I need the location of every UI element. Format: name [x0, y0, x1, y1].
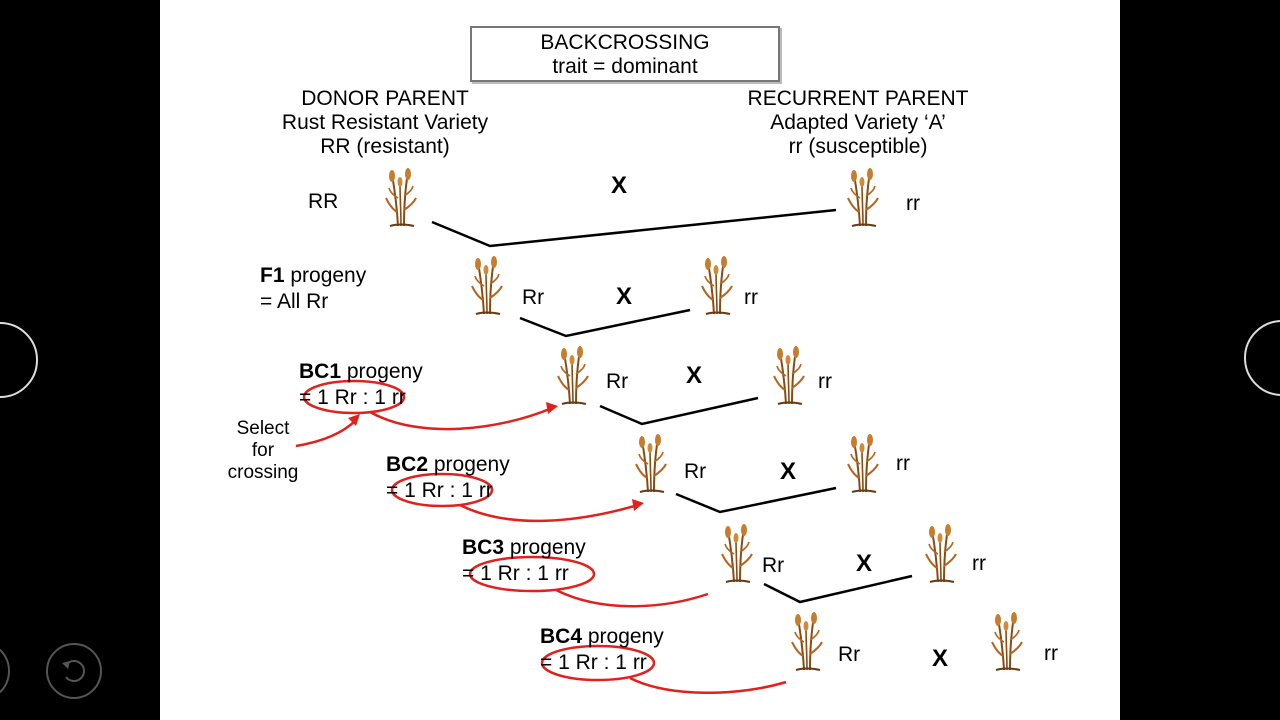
ratio-rest: : 1 rr — [443, 479, 493, 502]
selection-arrow — [555, 588, 709, 608]
note-line: for — [251, 440, 275, 461]
diagram-title: BACKCROSSING — [540, 31, 710, 54]
recurrent-genotype-label: rr — [818, 370, 832, 393]
back-icon[interactable] — [46, 643, 102, 699]
slide: BACKCROSSING trait = dominant DONOR PARE… — [160, 0, 1120, 720]
bc3-genotype: Rr — [762, 554, 785, 577]
ratio-rest: : 1 rr — [597, 651, 647, 674]
ratio-prefix: = — [462, 562, 481, 585]
generation-name: F1 — [260, 264, 285, 287]
bc3-ratio: = 1 Rr : 1 rr — [462, 562, 569, 586]
donor-genotype-label: RR — [308, 190, 339, 213]
note-line: crossing — [227, 462, 299, 483]
bc4-progeny-label: BC4 progeny — [540, 625, 664, 649]
cross-line — [431, 208, 837, 248]
cross-symbol: X — [780, 458, 797, 485]
bc2-progeny-label: BC2 progeny — [386, 453, 510, 477]
wheat-plant-icon — [925, 523, 957, 583]
cross-line — [519, 308, 691, 338]
bc2-ratio: = 1 Rr : 1 rr — [386, 479, 493, 503]
generation-name: BC4 — [540, 625, 583, 648]
recurrent-variety: Adapted Variety ‘A’ — [770, 111, 946, 134]
bc2-genotype: Rr — [684, 460, 707, 483]
ratio-prefix: = — [540, 651, 559, 674]
wheat-plant-icon — [791, 611, 823, 671]
select-for-crossing-note: Select for crossing — [210, 418, 316, 484]
chevron-right-icon[interactable] — [1244, 320, 1280, 396]
ratio-prefix: = — [386, 479, 405, 502]
generation-name: BC3 — [462, 536, 505, 559]
selection-ellipse — [468, 555, 596, 593]
cross-symbol: X — [616, 283, 633, 310]
ratio-prefix: = — [299, 386, 318, 409]
bc1-ratio: = 1 Rr : 1 rr — [299, 386, 406, 410]
chevron-left-icon[interactable] — [0, 322, 38, 398]
wheat-plant-icon — [847, 167, 879, 227]
selection-ellipse — [302, 379, 406, 415]
recurrent-genotype-label: rr — [972, 552, 986, 575]
selection-ellipse — [390, 472, 494, 508]
cross-line — [763, 574, 913, 604]
selection-arrow — [629, 676, 787, 694]
bc4-genotype: Rr — [838, 643, 861, 666]
selected-genotype: 1 Rr — [480, 562, 520, 585]
recurrent-genotype-label: rr — [896, 452, 910, 475]
progeny-word: progeny — [284, 264, 367, 287]
title-box: BACKCROSSING trait = dominant — [470, 26, 780, 82]
recurrent-genotype-label: rr — [906, 192, 920, 215]
diagram-subtitle: trait = dominant — [552, 55, 698, 78]
selected-genotype: 1 Rr — [558, 651, 598, 674]
cross-symbol: X — [611, 172, 628, 199]
cross-line — [599, 396, 759, 426]
donor-genotype: RR (resistant) — [320, 135, 450, 158]
recurrent-genotype-label: rr — [1044, 642, 1058, 665]
recurrent-heading: RECURRENT PARENT — [747, 87, 969, 110]
cross-symbol: X — [932, 645, 949, 672]
wheat-plant-icon — [847, 433, 879, 493]
wheat-plant-icon — [385, 167, 417, 227]
note-line: Select — [236, 418, 290, 439]
wheat-plant-icon — [635, 433, 667, 493]
f1-genotype: Rr — [522, 286, 545, 309]
cross-line — [675, 486, 837, 514]
wheat-plant-icon — [773, 345, 805, 405]
bc1-progeny-label: BC1 progeny — [299, 360, 423, 384]
f1-progeny-label: F1 progeny — [260, 264, 366, 288]
donor-heading: DONOR PARENT — [301, 87, 469, 110]
donor-variety: Rust Resistant Variety — [281, 111, 489, 134]
wheat-plant-icon — [557, 345, 589, 405]
progeny-word: progeny — [428, 453, 510, 476]
progeny-word: progeny — [582, 625, 664, 648]
f1-ratio: = All Rr — [260, 290, 329, 313]
progeny-word: progeny — [504, 536, 586, 559]
cross-symbol: X — [856, 550, 873, 577]
selection-arrow — [459, 503, 639, 523]
cross-diagram — [295, 167, 1023, 694]
selected-genotype: 1 Rr — [404, 479, 444, 502]
progeny-word: progeny — [341, 360, 423, 383]
ratio-rest: : 1 rr — [356, 386, 406, 409]
wheat-plant-icon — [471, 255, 503, 315]
selection-arrow — [369, 406, 553, 431]
selected-genotype: 1 Rr — [317, 386, 357, 409]
cross-symbol: X — [686, 362, 703, 389]
overlay-button[interactable] — [0, 643, 10, 699]
back-icon — [62, 660, 85, 682]
generation-name: BC1 — [299, 360, 342, 383]
recurrent-genotype: rr (susceptible) — [788, 135, 928, 158]
generation-name: BC2 — [386, 453, 429, 476]
wheat-plant-icon — [991, 611, 1023, 671]
bc3-progeny-label: BC3 progeny — [462, 536, 586, 560]
recurrent-genotype-label: rr — [744, 286, 758, 309]
ratio-rest: : 1 rr — [519, 562, 569, 585]
wheat-plant-icon — [701, 255, 733, 315]
selection-ellipse — [540, 644, 656, 682]
bc4-ratio: = 1 Rr : 1 rr — [540, 651, 647, 675]
bc1-genotype: Rr — [606, 370, 629, 393]
wheat-plant-icon — [721, 523, 753, 583]
select-arrow — [295, 419, 357, 448]
